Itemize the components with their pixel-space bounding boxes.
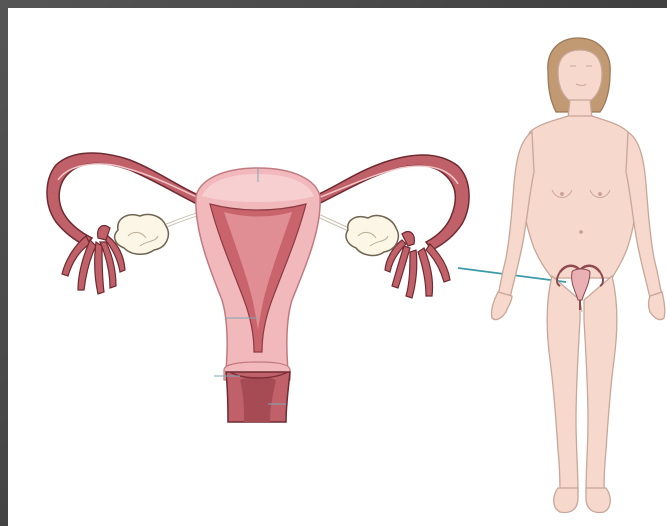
left-hand — [491, 292, 512, 320]
right-foot — [586, 488, 610, 512]
right-ovary — [346, 216, 398, 256]
head — [558, 50, 602, 104]
torso — [521, 116, 636, 278]
right-leg — [584, 276, 617, 492]
left-foot — [554, 488, 578, 512]
right-hand — [649, 292, 665, 320]
left-ovary — [115, 214, 169, 254]
left-leg — [547, 276, 580, 492]
uterus-diagram — [47, 153, 469, 422]
